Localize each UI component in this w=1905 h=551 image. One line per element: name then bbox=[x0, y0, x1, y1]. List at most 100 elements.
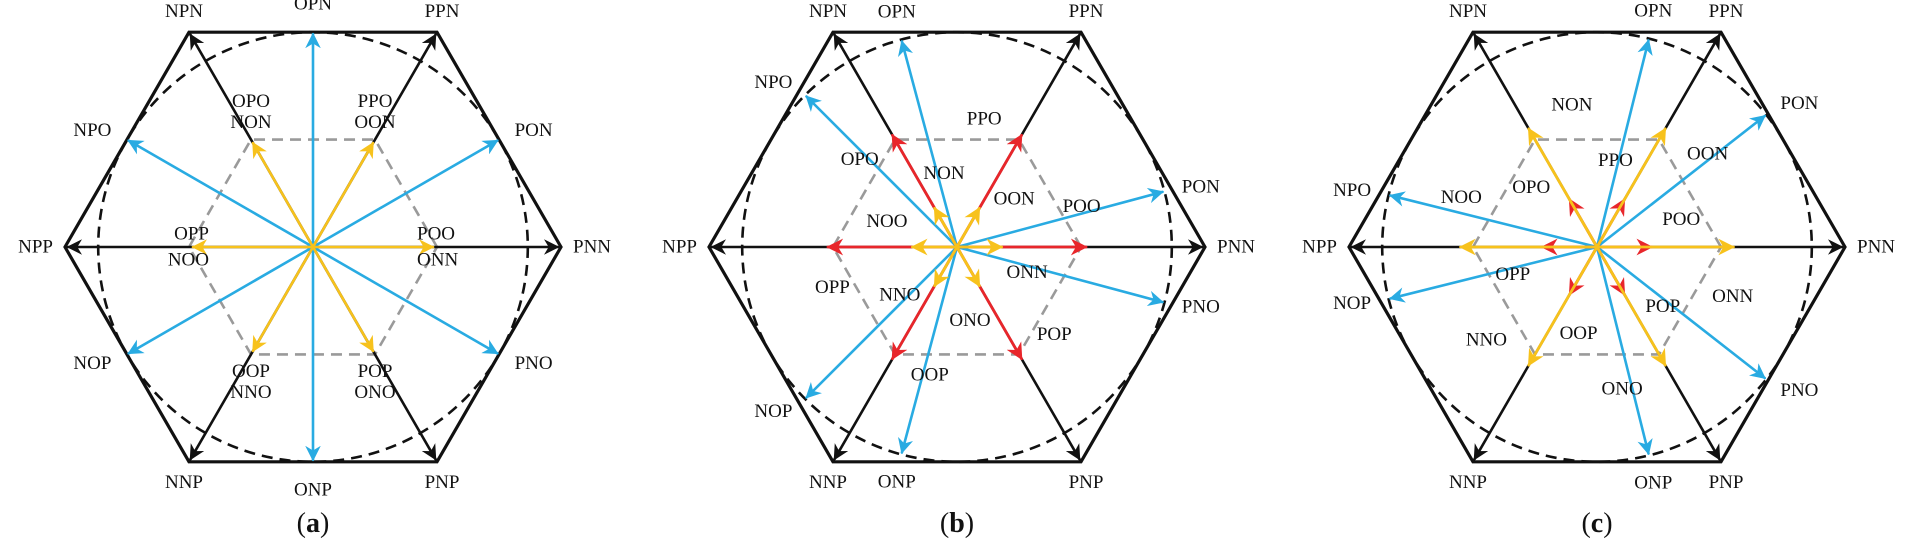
panel-caption: (b) bbox=[940, 508, 974, 539]
medium-vector-npo bbox=[805, 95, 959, 249]
label-opn: OPN bbox=[878, 2, 916, 23]
label-non: NON bbox=[1551, 94, 1592, 115]
label-nno: NNO bbox=[879, 285, 920, 306]
label-npo: NPO bbox=[754, 72, 792, 93]
small-vector-nno bbox=[933, 245, 959, 288]
medium-vector-opn bbox=[1595, 38, 1653, 249]
medium-vector-pon bbox=[1595, 114, 1766, 249]
label-pon: PON bbox=[1780, 93, 1818, 114]
label-npn: NPN bbox=[165, 1, 203, 22]
panel-b: PNN PPN NPN NPP NNP PNP PON OPN NPO NOP ONP PNO POO P… bbox=[662, 1, 1255, 539]
label-pnn: PNN bbox=[1217, 237, 1255, 258]
label-ppn: PPN bbox=[1069, 1, 1104, 22]
medium-vector-npo bbox=[1388, 191, 1599, 249]
small-vector-opo bbox=[251, 141, 315, 249]
outer-hexagon bbox=[1347, 30, 1847, 464]
medium-vector-nop bbox=[1388, 245, 1599, 303]
medium-vector-pno bbox=[1595, 245, 1766, 380]
label-pnp: PNP bbox=[1709, 472, 1744, 493]
label-onn: ONN bbox=[1712, 286, 1753, 307]
label-oon: OON bbox=[1687, 144, 1728, 165]
label-opo: OPO bbox=[1512, 177, 1550, 198]
medium-vector-onp bbox=[898, 245, 959, 455]
outer-hexagon bbox=[707, 30, 1207, 464]
label-pnp: PNP bbox=[425, 472, 460, 493]
label-ppo: PPO bbox=[1598, 150, 1633, 171]
label-npo: NPO bbox=[73, 120, 111, 141]
label-oon: OON bbox=[354, 112, 395, 133]
label-pon: PON bbox=[515, 120, 553, 141]
small-vector-oon bbox=[955, 206, 981, 249]
label-nop: NOP bbox=[1333, 293, 1371, 314]
label-opn: OPN bbox=[294, 0, 332, 15]
label-ono: ONO bbox=[949, 310, 990, 331]
label-npn: NPN bbox=[1449, 1, 1487, 22]
small-vector-ono bbox=[955, 245, 981, 288]
medium-vector-nop bbox=[127, 245, 315, 355]
label-npp: NPP bbox=[662, 237, 697, 258]
label-onn: ONN bbox=[417, 250, 458, 271]
small-vector-oop bbox=[251, 245, 315, 353]
medium-vector-npo bbox=[127, 139, 315, 249]
medium-vector-pon bbox=[311, 139, 499, 249]
small-vector-pop bbox=[311, 245, 375, 353]
panel-caption: (c) bbox=[1581, 508, 1612, 539]
label-pop: POP bbox=[1645, 296, 1680, 317]
label-pnn: PNN bbox=[573, 237, 611, 258]
label-ono: ONO bbox=[354, 382, 395, 403]
medium-vector-onp bbox=[1595, 245, 1653, 456]
label-npp: NPP bbox=[18, 237, 53, 258]
label-oon: OON bbox=[994, 189, 1035, 210]
label-onp: ONP bbox=[1634, 472, 1672, 493]
label-poo: POO bbox=[417, 224, 455, 245]
label-ppn: PPN bbox=[425, 1, 460, 22]
label-pnp: PNP bbox=[1069, 472, 1104, 493]
label-nnp: NNP bbox=[809, 472, 847, 493]
small-vector-ono bbox=[1595, 245, 1667, 367]
outer-hexagon bbox=[63, 30, 563, 464]
label-nnp: NNP bbox=[1449, 472, 1487, 493]
medium-vector-pno bbox=[311, 245, 499, 355]
label-ono: ONO bbox=[1602, 379, 1643, 400]
small-vector-non bbox=[1527, 127, 1599, 249]
label-onn: ONN bbox=[1007, 262, 1048, 283]
medium-vector-opn bbox=[898, 39, 959, 249]
label-opp: OPP bbox=[174, 224, 209, 245]
label-pno: PNO bbox=[1780, 380, 1818, 401]
label-non: NON bbox=[923, 163, 964, 184]
label-opp: OPP bbox=[1495, 264, 1530, 285]
label-npp: NPP bbox=[1302, 237, 1337, 258]
panel-caption-letter: a bbox=[306, 508, 320, 539]
label-npn: NPN bbox=[809, 1, 847, 22]
label-poo: POO bbox=[1063, 196, 1101, 217]
small-vector-oon bbox=[1595, 127, 1667, 249]
panel-caption-letter: c bbox=[1591, 508, 1603, 539]
label-onp: ONP bbox=[294, 479, 332, 500]
label-non: NON bbox=[230, 112, 271, 133]
label-npo: NPO bbox=[1333, 180, 1371, 201]
label-pop: POP bbox=[358, 361, 393, 382]
label-opp: OPP bbox=[815, 277, 850, 298]
label-nop: NOP bbox=[754, 401, 792, 422]
label-opo: OPO bbox=[841, 149, 879, 170]
label-ppo: PPO bbox=[967, 108, 1002, 129]
label-poo: POO bbox=[1662, 209, 1700, 230]
label-ppo: PPO bbox=[358, 91, 393, 112]
label-ppn: PPN bbox=[1709, 1, 1744, 22]
label-pno: PNO bbox=[515, 353, 553, 374]
label-nno: NNO bbox=[1466, 329, 1507, 350]
label-pon: PON bbox=[1182, 176, 1220, 197]
small-vector-ppo bbox=[311, 141, 375, 249]
label-opo: OPO bbox=[232, 91, 270, 112]
label-pnn: PNN bbox=[1857, 237, 1895, 258]
panel-caption-letter: b bbox=[949, 508, 965, 539]
label-pno: PNO bbox=[1182, 297, 1220, 318]
label-nop: NOP bbox=[73, 353, 111, 374]
small-vector-nno bbox=[1527, 245, 1599, 367]
label-onp: ONP bbox=[878, 471, 916, 492]
panel-caption: (a) bbox=[297, 508, 330, 539]
